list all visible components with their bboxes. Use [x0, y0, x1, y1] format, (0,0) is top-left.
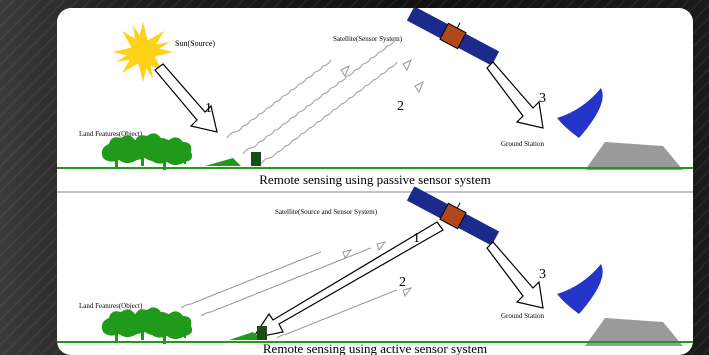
- land-features-label: Land Features(Object): [79, 130, 143, 138]
- arrow-3-satellite-to-ground: [486, 61, 544, 129]
- sun-label: Sun(Source): [175, 39, 215, 48]
- passive-caption: Remote sensing using passive sensor syst…: [259, 172, 490, 187]
- satellite-label: Satellite(Source and Sensor System): [275, 208, 378, 216]
- arrow-number-2: 2: [399, 275, 406, 290]
- vegetation-icon: [101, 307, 267, 344]
- satellite-icon: [406, 186, 500, 246]
- passive-diagram: Sun(Source) 1 Satellite(Sensor System) 2: [57, 8, 693, 187]
- diagram-panel: Sun(Source) 1 Satellite(Sensor System) 2: [57, 8, 693, 355]
- arrow-number-3: 3: [539, 91, 546, 106]
- sun-icon: [113, 22, 173, 82]
- arrow-number-1: 1: [413, 231, 420, 246]
- satellite-icon: [406, 8, 500, 66]
- vegetation-icon: [101, 133, 261, 170]
- arrow-number-1: 1: [205, 101, 212, 116]
- arrow-number-2: 2: [397, 99, 404, 114]
- reflected-radiation-waves: [226, 39, 424, 165]
- reflected-radiation-waves: [180, 241, 413, 339]
- ground-station-icon: [557, 264, 683, 346]
- satellite-label: Satellite(Sensor System): [333, 35, 403, 43]
- ground-station-label: Ground Station: [501, 312, 544, 320]
- active-caption: Remote sensing using active sensor syste…: [263, 341, 487, 355]
- arrow-1-sun-to-land: [154, 63, 218, 133]
- arrow-3-satellite-to-ground: [486, 241, 544, 309]
- remote-sensing-diagram: Sun(Source) 1 Satellite(Sensor System) 2: [57, 8, 693, 355]
- active-diagram: Satellite(Source and Sensor System) 1 2 …: [57, 186, 693, 355]
- ground-station-icon: [557, 88, 683, 170]
- arrow-1-satellite-to-land: [251, 221, 444, 339]
- arrow-number-3: 3: [539, 267, 546, 282]
- land-features-label: Land Features(Object): [79, 302, 143, 310]
- ground-station-label: Ground Station: [501, 140, 544, 148]
